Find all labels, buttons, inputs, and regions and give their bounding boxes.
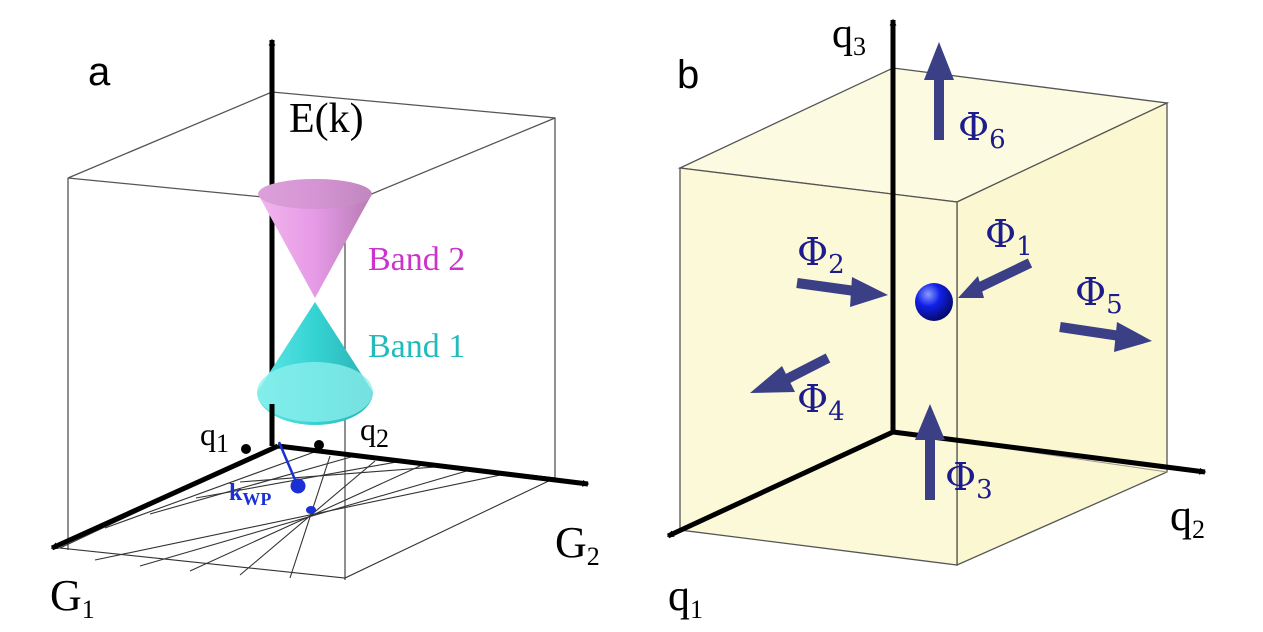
q2-label-a: q2 bbox=[360, 411, 389, 453]
flux-label-5: Φ5 bbox=[1075, 270, 1123, 320]
panel-a: a E(k) Band 2 Band 1 q1 q2 G1 G2 kWP bbox=[50, 38, 600, 624]
flux-arrows bbox=[750, 42, 1152, 500]
flux-label-3: Φ3 bbox=[945, 455, 993, 505]
upper-cone bbox=[258, 179, 372, 298]
flux-arrow-3 bbox=[915, 404, 945, 500]
flux-arrow-6 bbox=[924, 42, 954, 140]
q1-label-a: q1 bbox=[200, 416, 229, 458]
flux-label-6: Φ6 bbox=[958, 105, 1006, 155]
energy-axis-label: E(k) bbox=[289, 96, 364, 142]
q1-label-b: q1 bbox=[668, 571, 703, 624]
flux-arrow-2 bbox=[796, 277, 888, 307]
dirac-cones bbox=[257, 179, 373, 425]
g2-label: G2 bbox=[555, 518, 600, 571]
panel-b-letter: b bbox=[677, 53, 699, 97]
flux-label-4: Φ4 bbox=[797, 377, 845, 427]
weyl-point-label: kWP bbox=[229, 480, 271, 509]
lower-band-label: Band 1 bbox=[368, 328, 465, 365]
flux-arrow-1 bbox=[958, 258, 1033, 298]
flux-arrow-4 bbox=[750, 353, 831, 393]
q2-label-b: q2 bbox=[1170, 491, 1205, 544]
panel-b-axes bbox=[666, 18, 1207, 539]
upper-band-label: Band 2 bbox=[368, 241, 465, 278]
upper-cone-rim bbox=[258, 179, 372, 209]
q1-axis-b bbox=[666, 429, 895, 539]
lower-cone-base bbox=[257, 362, 373, 422]
panel-b: b q3 q1 q2 Φ1 Φ2 Φ3 Φ4 Φ5 Φ6 bbox=[666, 11, 1207, 624]
q2-tick bbox=[314, 440, 324, 450]
weyl-point-marker bbox=[277, 441, 316, 514]
flux-label-2: Φ2 bbox=[797, 230, 845, 280]
g1-label: G1 bbox=[50, 571, 95, 624]
q1-tick bbox=[241, 444, 251, 454]
q2-axis-b bbox=[892, 429, 1207, 475]
flux-label-1: Φ1 bbox=[985, 212, 1033, 262]
g2-axis bbox=[277, 443, 590, 487]
flux-arrow-5 bbox=[1059, 322, 1152, 352]
q3-label-b: q3 bbox=[832, 11, 866, 61]
g1-axis bbox=[50, 443, 280, 551]
weyl-monopole-sphere bbox=[915, 283, 953, 321]
panel-a-letter: a bbox=[88, 50, 111, 94]
